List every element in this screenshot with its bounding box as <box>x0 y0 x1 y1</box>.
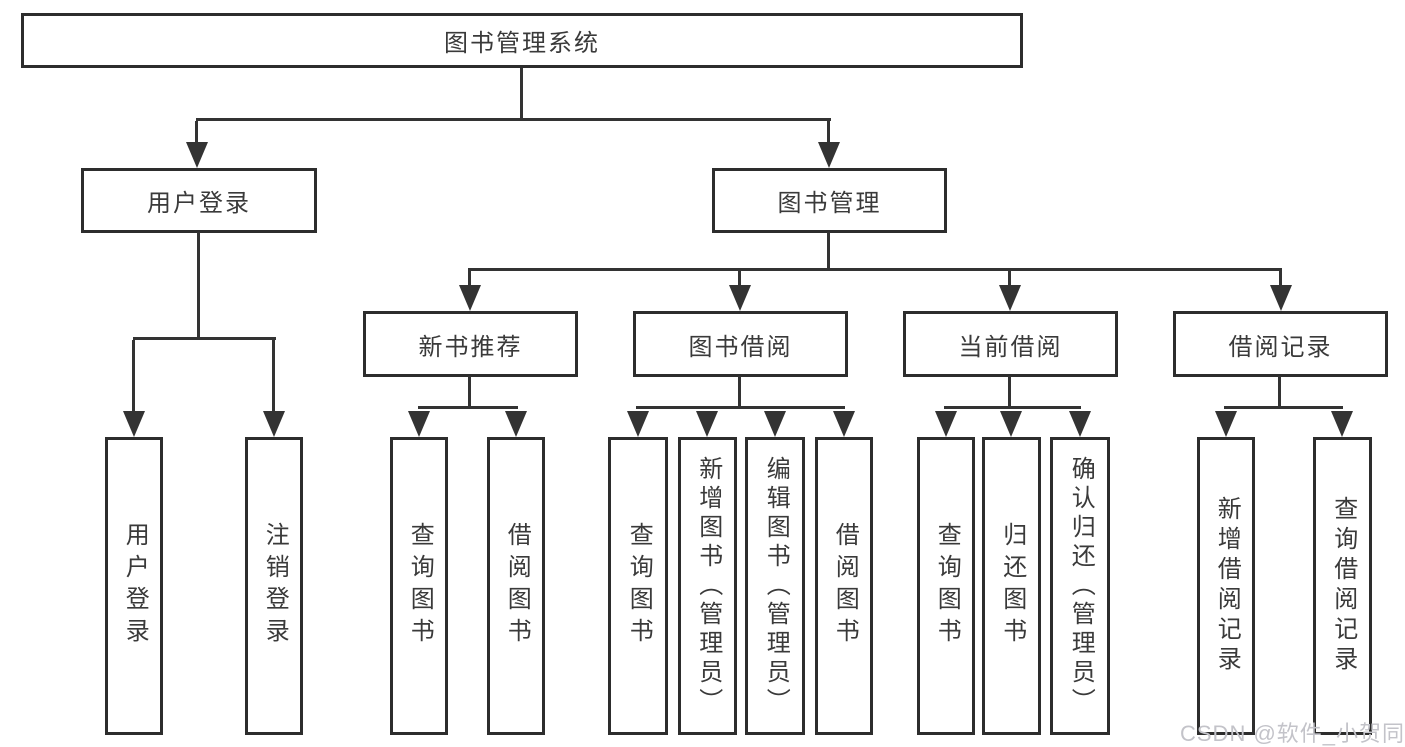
arrow-down-icon <box>935 411 957 437</box>
connector-root-drop <box>520 68 523 120</box>
arrow-down-icon <box>1069 411 1091 437</box>
leaf-query-borrow-record: 查询借阅记录 <box>1313 437 1372 735</box>
node-new-book-recommend-label: 新书推荐 <box>418 333 523 361</box>
leaf-user-login: 用户登录 <box>105 437 163 735</box>
connector-borrowing-bus <box>636 406 845 409</box>
node-user-login-branch-label: 用户登录 <box>147 190 251 217</box>
leaf-current-query-books-label: 查询图书 <box>933 522 961 650</box>
node-current-borrowing-label: 当前借阅 <box>958 333 1063 361</box>
leaf-recommend-query-books: 查询图书 <box>390 437 448 735</box>
leaf-confirm-return-admin: 确认归还（管理员） <box>1050 437 1110 735</box>
leaf-user-login-label: 用户登录 <box>121 522 149 650</box>
node-root-label: 图书管理系统 <box>444 30 600 57</box>
node-book-management-label: 图书管理 <box>777 190 882 217</box>
arrow-stem <box>468 271 471 287</box>
leaf-add-books-admin-label: 新增图书（管理员） <box>694 455 722 717</box>
connector-book-drop <box>827 232 830 271</box>
arrow-stem <box>272 340 275 413</box>
leaf-borrowing-borrow-books: 借阅图书 <box>815 437 873 735</box>
connector-recommend-drop <box>468 376 471 409</box>
leaf-add-books-admin: 新增图书（管理员） <box>678 437 737 735</box>
connector-current-drop <box>1008 376 1011 409</box>
leaf-edit-books-admin: 编辑图书（管理员） <box>745 437 805 735</box>
node-user-login-branch: 用户登录 <box>81 168 317 233</box>
arrow-down-icon <box>1270 285 1292 311</box>
arrow-down-icon <box>1331 411 1353 437</box>
arrow-down-icon <box>818 142 840 168</box>
connector-root-bus <box>196 118 831 121</box>
leaf-edit-books-admin-label: 编辑图书（管理员） <box>762 455 790 717</box>
connector-book-bus <box>468 268 1282 271</box>
connector-recommend-bus <box>418 406 518 409</box>
arrow-stem <box>1008 271 1011 287</box>
leaf-recommend-query-books-label: 查询图书 <box>406 522 434 650</box>
node-book-borrowing: 图书借阅 <box>633 311 848 377</box>
leaf-recommend-borrow-books: 借阅图书 <box>487 437 545 735</box>
arrow-down-icon <box>186 142 208 168</box>
leaf-borrowing-borrow-books-label: 借阅图书 <box>831 522 859 650</box>
node-borrowing-records-label: 借阅记录 <box>1228 333 1333 361</box>
arrow-down-icon <box>696 411 718 437</box>
node-book-borrowing-label: 图书借阅 <box>688 333 793 361</box>
leaf-recommend-borrow-books-label: 借阅图书 <box>503 522 531 650</box>
node-root-system: 图书管理系统 <box>21 13 1023 68</box>
leaf-confirm-return-admin-label: 确认归还（管理员） <box>1067 455 1095 717</box>
arrow-stem <box>738 271 741 287</box>
connector-borrowing-drop <box>738 376 741 409</box>
arrow-down-icon <box>1000 411 1022 437</box>
leaf-add-borrow-record-label: 新增借阅记录 <box>1213 496 1241 676</box>
arrow-stem <box>195 121 198 144</box>
arrow-down-icon <box>833 411 855 437</box>
arrow-down-icon <box>408 411 430 437</box>
arrow-down-icon <box>123 411 145 437</box>
connector-user-bus <box>133 337 276 340</box>
leaf-add-borrow-record: 新增借阅记录 <box>1197 437 1255 735</box>
arrow-down-icon <box>627 411 649 437</box>
node-borrowing-records: 借阅记录 <box>1173 311 1388 377</box>
arrow-down-icon <box>1215 411 1237 437</box>
arrow-down-icon <box>729 285 751 311</box>
arrow-stem <box>1279 271 1282 287</box>
leaf-logout: 注销登录 <box>245 437 303 735</box>
csdn-watermark: CSDN @软件_小贺同学 <box>1180 721 1405 746</box>
connector-user-drop <box>197 232 200 340</box>
arrow-down-icon <box>263 411 285 437</box>
connector-records-bus <box>1224 406 1343 409</box>
leaf-logout-label: 注销登录 <box>261 522 289 650</box>
leaf-current-query-books: 查询图书 <box>917 437 975 735</box>
leaf-borrowing-query-books-label: 查询图书 <box>625 522 653 650</box>
arrow-stem <box>827 121 830 144</box>
connector-current-bus <box>944 406 1081 409</box>
node-current-borrowing: 当前借阅 <box>903 311 1118 377</box>
arrow-down-icon <box>505 411 527 437</box>
leaf-borrowing-query-books: 查询图书 <box>608 437 668 735</box>
node-book-management: 图书管理 <box>712 168 947 233</box>
arrow-down-icon <box>764 411 786 437</box>
arrow-down-icon <box>459 285 481 311</box>
arrow-down-icon <box>999 285 1021 311</box>
leaf-return-books: 归还图书 <box>982 437 1041 735</box>
node-new-book-recommend: 新书推荐 <box>363 311 578 377</box>
arrow-stem <box>132 340 135 413</box>
leaf-return-books-label: 归还图书 <box>998 522 1026 650</box>
leaf-query-borrow-record-label: 查询借阅记录 <box>1329 496 1357 676</box>
connector-records-drop <box>1278 376 1281 409</box>
